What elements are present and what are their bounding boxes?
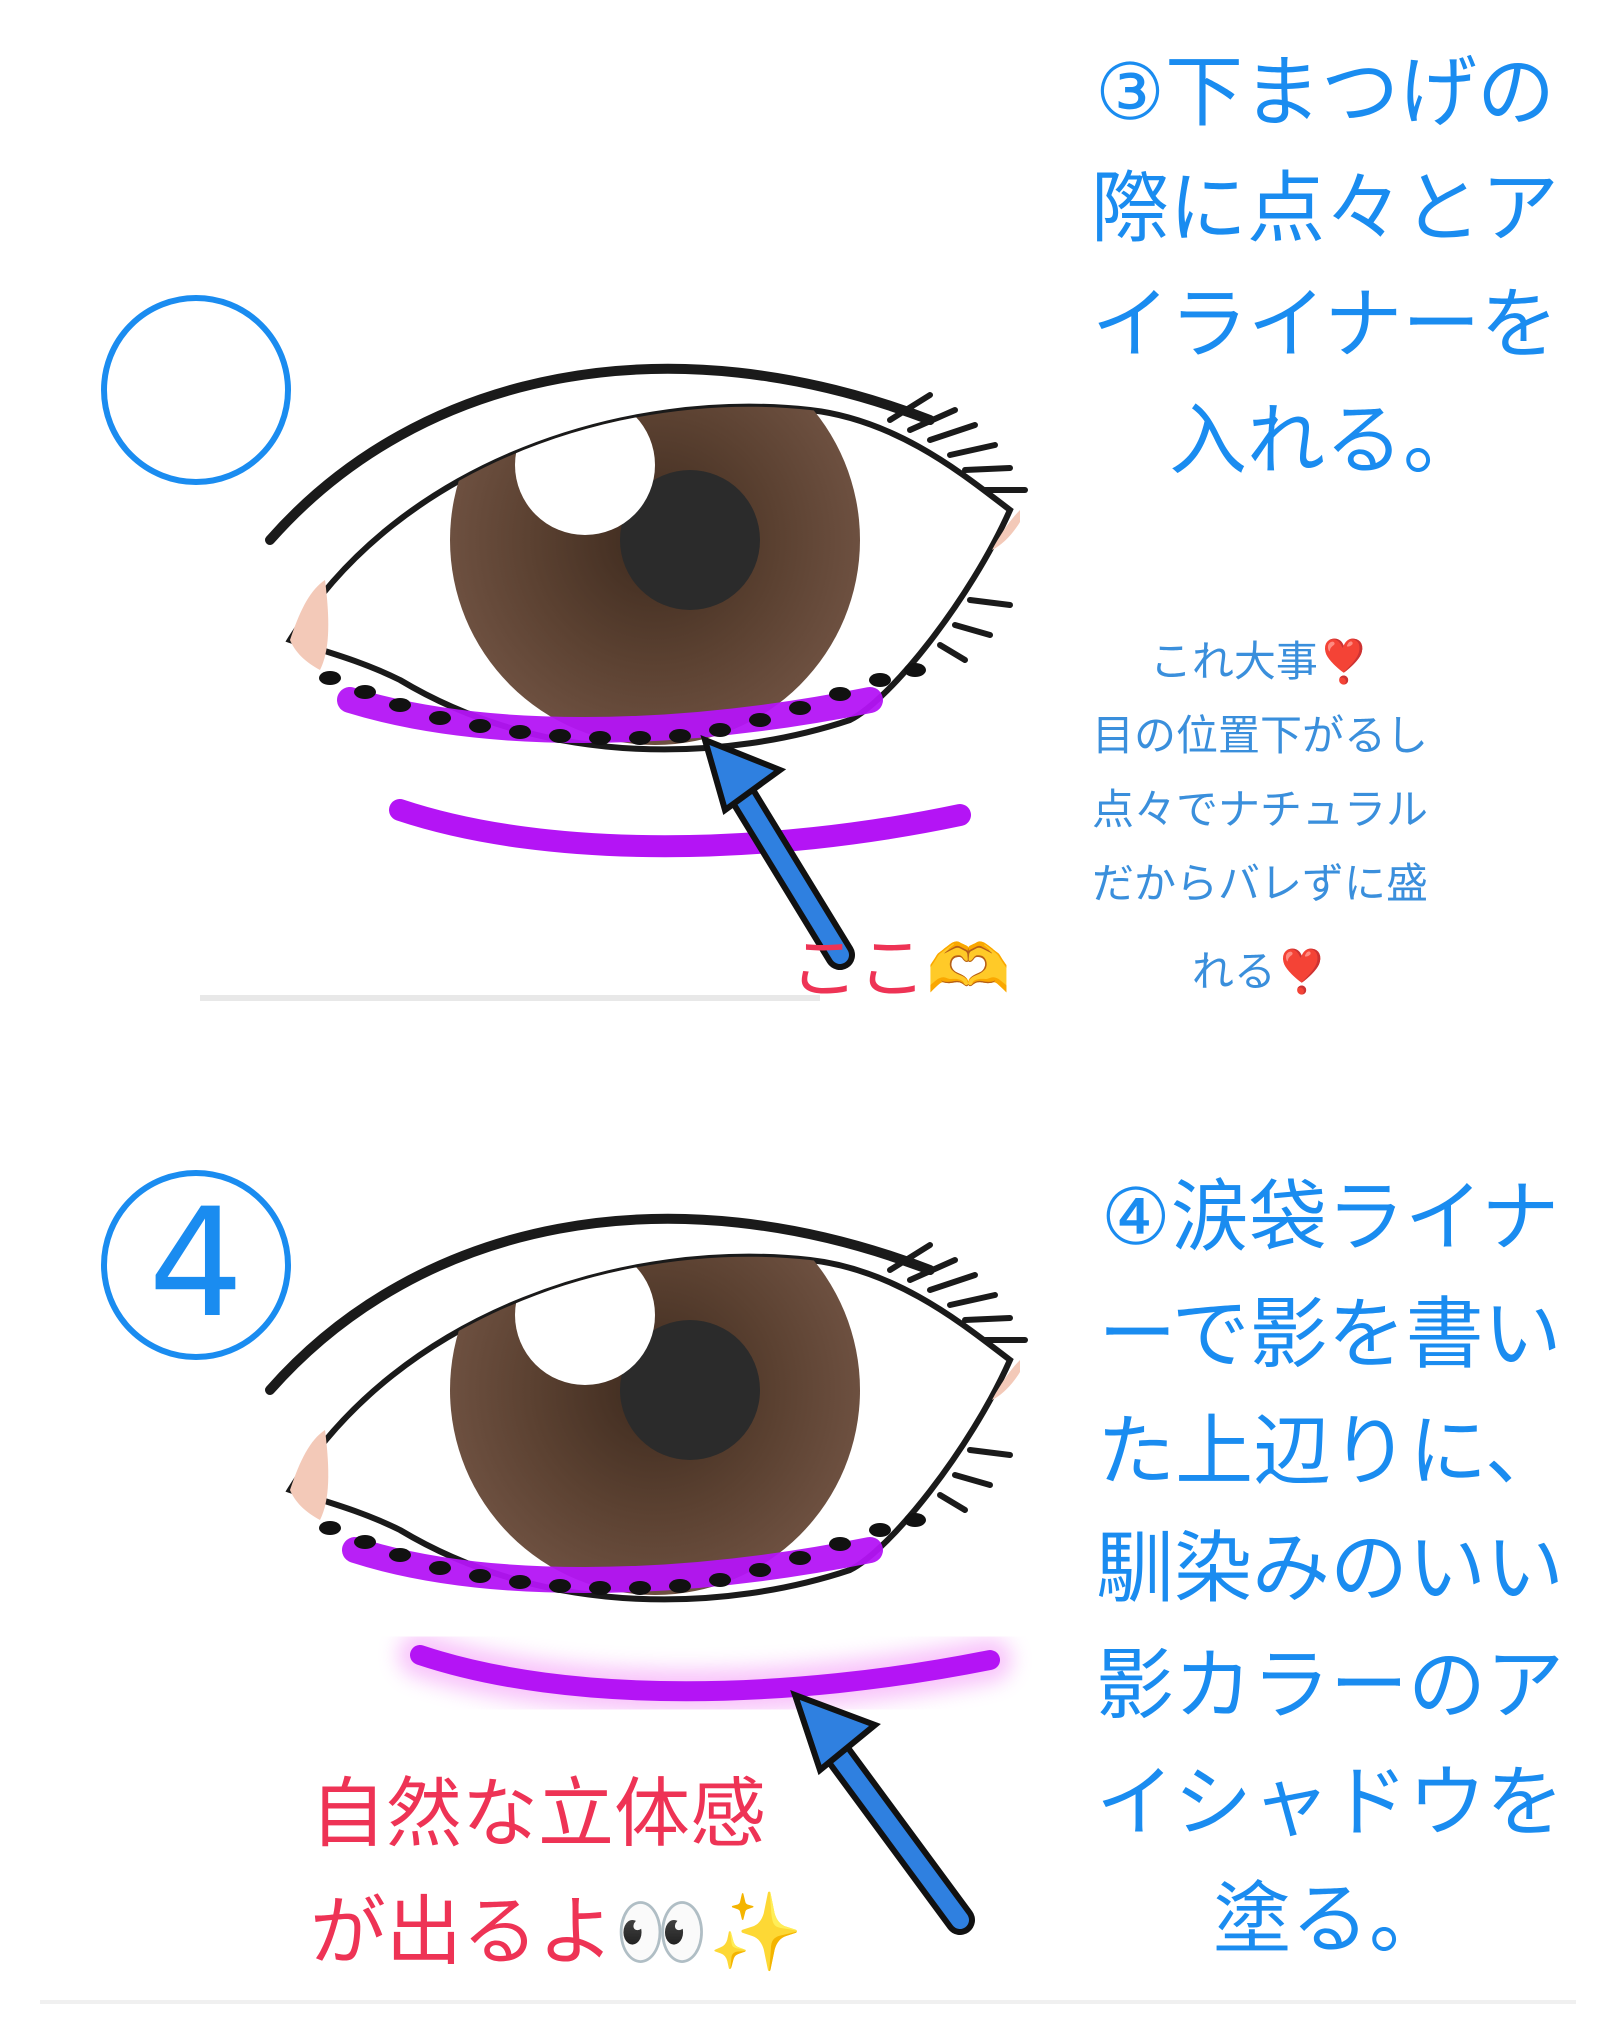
step-3-instruction-line: 際に点々とア (1090, 164, 1559, 254)
step-4-instruction-line: イシャドウを (1095, 1758, 1564, 1848)
bottom-divider (40, 2000, 1576, 2004)
step-4-instruction-line: た上辺りに、 (1097, 1407, 1563, 1497)
step-4-number: 4 (96, 1165, 296, 1365)
arrow-up-left-icon (790, 1689, 975, 1935)
step-4-instruction: ④涙袋ライナ ーで影を書い た上辺りに、 馴染みのいい 影カラーのア イシャドウ… (1060, 1160, 1600, 1979)
step-3-instruction-line: ③下まつげの (1095, 48, 1555, 138)
step-3-pointer-label: ここ🫶 (790, 930, 1011, 1009)
eye-diagram-step-3 (200, 363, 1028, 1001)
eye-diagram-step-4 (265, 1213, 1028, 1935)
step-4-effect-line: 自然な立体感 (310, 1769, 766, 1858)
step-4-effect-line: が出るよ👀✨ (310, 1887, 804, 1976)
step-4-effect-note: 自然な立体感 が出るよ👀✨ (310, 1755, 830, 1991)
step-3-number (96, 290, 296, 490)
arrow-up-left-icon (700, 734, 855, 970)
step-4-instruction-line: 馴染みのいい (1095, 1524, 1564, 1614)
svg-text:4: 4 (148, 1177, 243, 1351)
step-3-note-line: 点々でナチュラル (1091, 785, 1428, 834)
step-4-instruction-line: 塗る。 (1212, 1875, 1447, 1965)
step-3-note-line: だからバレずに盛 (1091, 859, 1428, 908)
circled-number-4-icon: 4 (101, 1170, 291, 1360)
circled-number-3-icon (101, 295, 291, 485)
step-3-note: これ大事❣️ 目の位置下がるし 点々でナチュラル だからバレずに盛 れる❣️ (1030, 625, 1490, 1009)
step-3-note-line: 目の位置下がるし (1091, 711, 1428, 760)
step-3-note-line: れる❣️ (1191, 947, 1329, 996)
step-3-instruction-line: イライナーを (1091, 280, 1559, 370)
step-3-instruction-line: 入れる。 (1168, 396, 1481, 486)
step-4-instruction-line: ④涙袋ライナ (1100, 1173, 1560, 1263)
step-3-instruction: ③下まつげの 際に点々とア イライナーを 入れる。 (1050, 35, 1600, 499)
step-4-instruction-line: 影カラーのア (1095, 1641, 1564, 1731)
step-3-note-line: これ大事❣️ (1149, 637, 1371, 686)
step-4-instruction-line: ーで影を書い (1098, 1290, 1562, 1380)
